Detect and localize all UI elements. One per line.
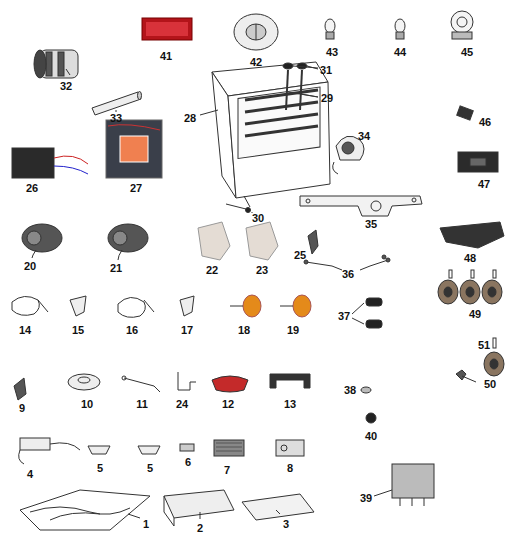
cdi-box	[12, 148, 88, 178]
callout-number: 2	[197, 523, 203, 534]
callout-number: 33	[110, 113, 122, 124]
callout-number: 11	[136, 399, 148, 410]
callout-number: 32	[60, 81, 72, 92]
callout-number: 3	[283, 519, 289, 530]
washers	[361, 387, 376, 423]
signal-parts	[12, 295, 311, 317]
callout-number: 1	[143, 519, 149, 530]
callout-number: 26	[26, 183, 38, 194]
tube	[92, 92, 142, 116]
callout-number: 50	[484, 379, 496, 390]
callout-number: 24	[176, 399, 188, 410]
callout-number: 51	[478, 340, 490, 351]
callout-number: 22	[206, 265, 218, 276]
callout-number: 40	[365, 431, 377, 442]
callout-number: 27	[130, 183, 142, 194]
callout-number: 10	[81, 399, 93, 410]
callout-number: 38	[344, 385, 356, 396]
callout-number: 48	[464, 253, 476, 264]
gaskets	[198, 222, 278, 260]
horn	[333, 136, 364, 174]
callout-number: 39	[360, 493, 372, 504]
connector	[457, 106, 474, 120]
callout-number: 17	[181, 325, 193, 336]
callout-number: 41	[160, 51, 172, 62]
ignition-switch	[34, 50, 78, 78]
switch-plate	[458, 152, 498, 172]
callout-number: 19	[287, 325, 299, 336]
harness-and-battery	[20, 490, 314, 530]
callout-number: 14	[19, 325, 31, 336]
fasteners	[226, 196, 252, 213]
roller-bolt	[456, 338, 504, 382]
callout-number: 5	[147, 463, 153, 474]
callout-number: 46	[479, 117, 491, 128]
callout-number: 7	[224, 465, 230, 476]
callout-number: 29	[321, 93, 333, 104]
callout-number: 43	[326, 47, 338, 58]
bulbs	[325, 11, 473, 39]
callout-number: 9	[19, 403, 25, 414]
callout-number: 49	[469, 309, 481, 320]
callout-number: 6	[185, 457, 191, 468]
callout-number: 30	[252, 213, 264, 224]
callout-number: 47	[478, 179, 490, 190]
callout-number: 12	[222, 399, 234, 410]
callout-number: 16	[126, 325, 138, 336]
callout-number: 13	[284, 399, 296, 410]
rectifier-photo	[106, 120, 162, 178]
callout-number: 28	[184, 113, 196, 124]
callout-number: 36	[342, 269, 354, 280]
lamps	[22, 224, 148, 260]
screws	[283, 63, 318, 110]
rear-parts	[14, 372, 310, 400]
callout-number: 5	[97, 463, 103, 474]
mirror-bracket	[308, 230, 318, 254]
electrical-parts	[19, 438, 304, 464]
callout-number: 31	[320, 65, 332, 76]
grips	[352, 298, 382, 328]
callout-number: 25	[294, 250, 306, 261]
rollers	[438, 270, 502, 304]
callout-number: 18	[238, 325, 250, 336]
horn-disc	[234, 14, 278, 50]
callout-number: 8	[287, 463, 293, 474]
callout-number: 23	[256, 265, 268, 276]
relay	[374, 464, 434, 506]
mount-bracket	[440, 222, 504, 248]
callout-number: 35	[365, 219, 377, 230]
battery-cover	[200, 62, 330, 198]
reflector	[142, 18, 192, 40]
bracket-plate	[300, 196, 422, 216]
callout-number: 34	[358, 131, 370, 142]
callout-number: 37	[338, 311, 350, 322]
callout-number: 15	[72, 325, 84, 336]
callout-number: 44	[394, 47, 406, 58]
callout-number: 21	[110, 263, 122, 274]
callout-number: 42	[250, 57, 262, 68]
callout-number: 20	[24, 261, 36, 272]
callout-number: 4	[27, 469, 33, 480]
parts	[12, 11, 504, 530]
callout-number: 45	[461, 47, 473, 58]
